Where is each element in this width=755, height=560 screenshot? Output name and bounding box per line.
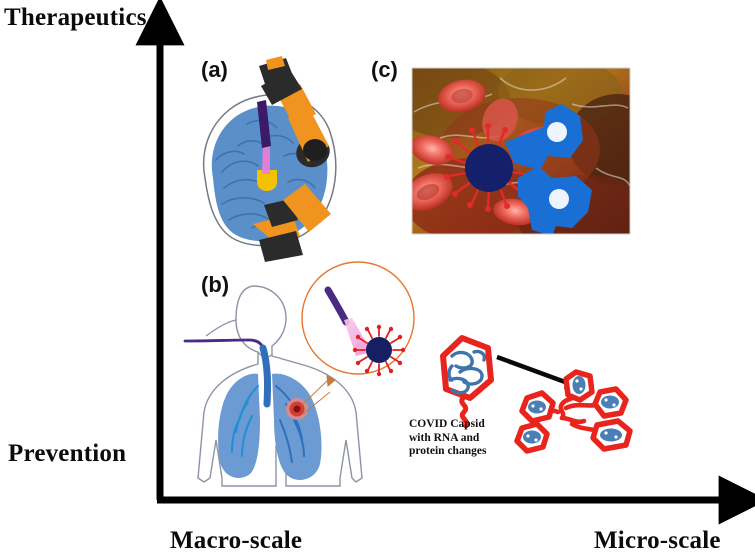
capsid-caption-line-1: COVID Capsid bbox=[409, 418, 485, 430]
trachea bbox=[259, 344, 271, 408]
product-capsid-cluster bbox=[514, 369, 633, 454]
nanorobot-upper bbox=[505, 104, 583, 170]
panel-tag-a: (a) bbox=[201, 57, 228, 82]
panel-tag-b: (b) bbox=[201, 272, 230, 297]
inset-magnified-view bbox=[301, 261, 415, 377]
robotic-arm bbox=[253, 56, 331, 262]
skull-outline bbox=[203, 94, 337, 247]
virus-particle-inset bbox=[352, 324, 406, 377]
nanorobot-lower bbox=[518, 166, 592, 234]
capsid-caption: COVID Capsid with RNA and protein change… bbox=[409, 418, 519, 459]
inset-leader-lines bbox=[301, 375, 336, 415]
capsid-caption-line-3: protein changes bbox=[409, 445, 487, 457]
brain-target-lesion bbox=[257, 170, 277, 191]
x-axis-left-label: Macro-scale bbox=[170, 527, 303, 554]
virus-particle-panel-c bbox=[444, 123, 534, 212]
capsid-caption-line-2: with RNA and bbox=[409, 431, 480, 444]
x-axis-right-label: Micro-scale bbox=[594, 527, 721, 554]
lung-lesion bbox=[286, 398, 308, 420]
probe-shaft bbox=[257, 100, 271, 148]
source-capsid bbox=[440, 335, 494, 429]
lungs bbox=[218, 373, 322, 480]
y-axis-top-label: Therapeutics bbox=[4, 4, 147, 31]
y-axis-bottom-label: Prevention bbox=[8, 440, 127, 467]
panel-tag-c: (c) bbox=[371, 57, 398, 82]
